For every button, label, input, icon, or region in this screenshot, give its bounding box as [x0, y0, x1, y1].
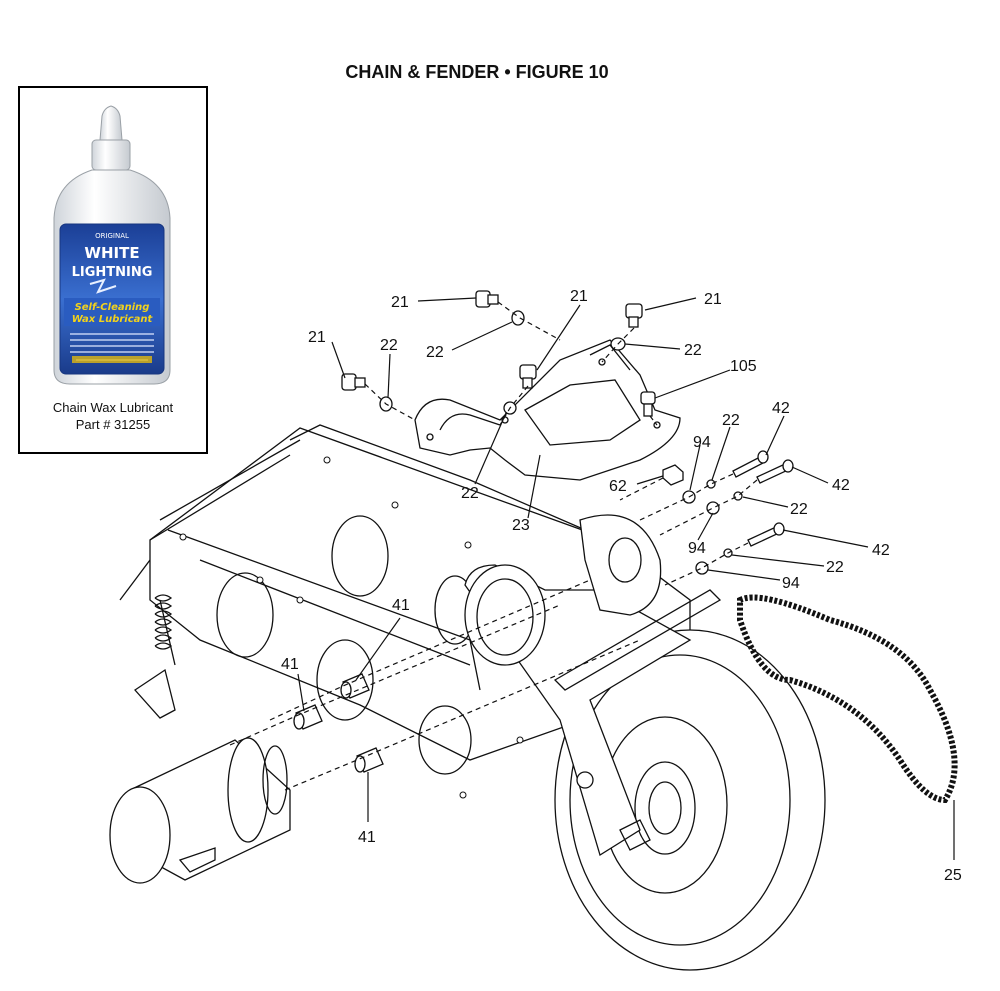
bolt-42-b: [756, 459, 794, 484]
lubricant-inset: ORIGINAL WHITE LIGHTNING Self-Cleaning W…: [18, 86, 208, 454]
callout-23: 23: [512, 517, 530, 534]
drive-motor: [109, 737, 291, 884]
screw-21-left: [341, 373, 366, 391]
bushing-41-c: [354, 747, 384, 773]
spacer-94-c: [695, 561, 709, 575]
screw-21-top: [475, 290, 499, 308]
washer-22-bolt-a: [706, 479, 716, 489]
screw-21-right: [625, 303, 643, 328]
callout-22-bolt-a: 22: [722, 412, 740, 429]
bushing-41-b: [340, 673, 370, 699]
callout-94-a: 94: [693, 434, 711, 451]
callout-42-c: 42: [872, 542, 890, 559]
bottle-label-wax-lubricant: Wax Lubricant: [72, 314, 154, 325]
bottle-label-original: ORIGINAL: [95, 232, 129, 240]
bolt-42-a: [732, 450, 769, 478]
callout-21-right: 21: [704, 291, 722, 308]
inset-caption: Chain Wax Lubricant: [52, 400, 174, 415]
rear-wheel: [554, 629, 826, 971]
nut-62: [662, 464, 684, 486]
bottle-label-lightning: LIGHTNING: [72, 265, 153, 280]
callout-62: 62: [609, 478, 627, 495]
alignment-lines: [229, 301, 758, 791]
callout-22-top: 22: [426, 344, 444, 361]
callout-21-center: 21: [570, 288, 588, 305]
callout-labels: 21 21 21 21 22 22 22 22 22 22 105 94 94 …: [281, 288, 962, 884]
callout-42-b: 42: [832, 477, 850, 494]
callout-41-c: 41: [358, 829, 376, 846]
callout-21-top: 21: [391, 294, 409, 311]
tension-spring: [134, 594, 176, 719]
lightning-bolt-icon: [89, 278, 117, 294]
callout-21-left: 21: [308, 329, 326, 346]
callout-105: 105: [730, 358, 757, 375]
callout-22-center: 22: [461, 485, 479, 502]
inset-part-number: Part # 31255: [75, 417, 151, 432]
callout-41-b: 41: [281, 656, 299, 673]
lubricant-bottle-image: ORIGINAL WHITE LIGHTNING Self-Cleaning W…: [53, 105, 171, 385]
callout-94-b: 94: [688, 540, 706, 557]
callout-22-bolt-c: 22: [826, 559, 844, 576]
screw-21-center: [519, 364, 537, 389]
callout-25: 25: [944, 867, 962, 884]
page-title: CHAIN & FENDER • FIGURE 10: [345, 62, 609, 82]
bottle-label-white: WHITE: [84, 244, 139, 262]
bushing-41-a: [293, 704, 323, 730]
spacer-94-b: [706, 501, 720, 515]
leader-lines: [297, 297, 955, 860]
swing-arm: [464, 514, 722, 857]
fender: [414, 339, 681, 481]
callout-42-a: 42: [772, 400, 790, 417]
drive-chain: [737, 594, 958, 804]
callout-22-bolt-b: 22: [790, 501, 808, 518]
callout-22-right: 22: [684, 342, 702, 359]
callout-22-left: 22: [380, 337, 398, 354]
bolt-42-c: [747, 522, 785, 547]
bottle-label-self-cleaning: Self-Cleaning: [75, 302, 150, 313]
hardware-parts: [293, 290, 794, 773]
callout-94-c: 94: [782, 575, 800, 592]
callout-41-a: 41: [392, 597, 410, 614]
